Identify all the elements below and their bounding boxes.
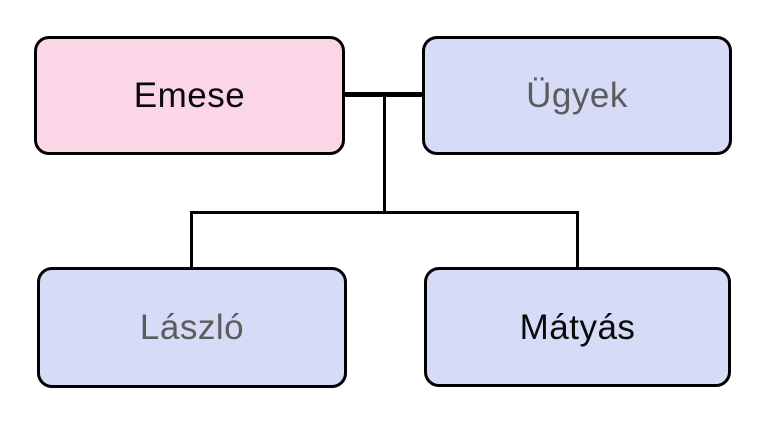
- drop-line-laszlo: [190, 213, 193, 268]
- descent-stem-line: [383, 94, 386, 213]
- node-emese[interactable]: Emese: [34, 36, 345, 155]
- node-laszlo-label: László: [139, 308, 245, 347]
- node-emese-label: Emese: [133, 76, 246, 115]
- node-laszlo[interactable]: László: [37, 267, 347, 388]
- sibling-bar-line: [190, 211, 579, 214]
- node-ugyek[interactable]: Ügyek: [422, 36, 732, 155]
- node-ugyek-label: Ügyek: [526, 76, 628, 115]
- node-matyas[interactable]: Mátyás: [424, 267, 731, 387]
- node-matyas-label: Mátyás: [519, 307, 636, 347]
- drop-line-matyas: [576, 213, 579, 268]
